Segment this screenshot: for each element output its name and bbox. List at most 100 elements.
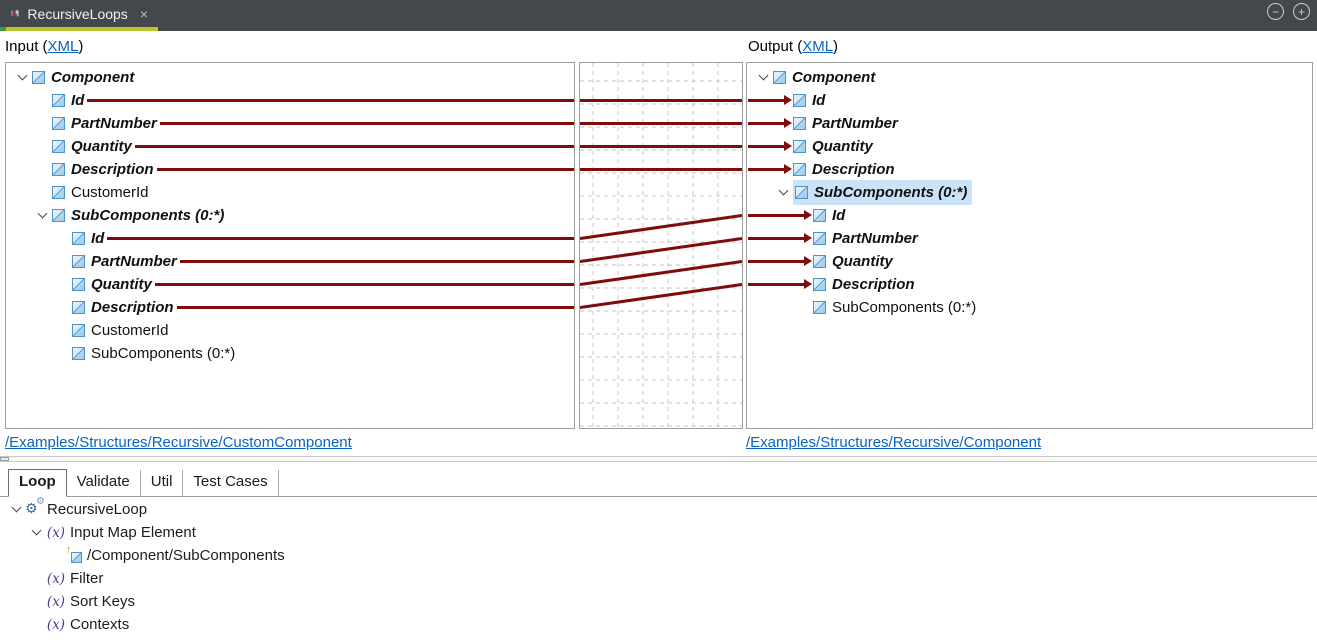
element-icon	[813, 278, 826, 291]
tree-row-description[interactable]: Description	[6, 296, 574, 319]
tree-row-quantity[interactable]: Quantity	[6, 135, 574, 158]
tree-row-subcomponents-0[interactable]: SubComponents (0:*)	[6, 204, 574, 227]
mapping-line[interactable]	[176, 306, 574, 309]
tree-item-label: /Component/SubComponents	[87, 547, 285, 564]
element-icon	[72, 324, 85, 337]
tree-row-id[interactable]: Id	[747, 89, 1312, 112]
horizontal-splitter[interactable]	[0, 456, 1317, 462]
tree-item-label: CustomerId	[91, 322, 169, 339]
tree-row-id[interactable]: Id	[747, 204, 1312, 227]
input-label-suffix: )	[78, 38, 84, 55]
tree-row-filter[interactable]: (x)Filter	[0, 567, 1317, 590]
tab-util[interactable]: Util	[141, 470, 184, 496]
expander-slot	[773, 185, 793, 196]
element-icon	[813, 301, 826, 314]
indent-spacer	[6, 624, 26, 625]
mapping-line[interactable]	[159, 122, 574, 125]
tree-item-label: Quantity	[71, 138, 132, 155]
tree-row-recursiveloop[interactable]: ⚙⚙RecursiveLoop	[0, 496, 1317, 521]
mapping-line[interactable]	[107, 237, 574, 240]
mapping-line[interactable]	[156, 168, 574, 171]
element-icon	[52, 117, 65, 130]
tree-row-quantity[interactable]: Quantity	[747, 250, 1312, 273]
selected-row-highlight: SubComponents (0:*)	[793, 180, 973, 205]
element-icon	[72, 347, 85, 360]
mapping-arrow[interactable]	[748, 163, 792, 174]
zoom-out-icon[interactable]: −	[1267, 3, 1284, 20]
splitter-grip-icon[interactable]	[0, 457, 9, 461]
tree-row-subcomponents-0[interactable]: SubComponents (0:*)	[6, 342, 574, 365]
mapping-line[interactable]	[134, 145, 574, 148]
close-icon[interactable]: ×	[139, 5, 148, 22]
zoom-in-icon[interactable]: +	[1293, 3, 1310, 20]
tab-test-cases[interactable]: Test Cases	[183, 470, 279, 496]
chevron-down-icon[interactable]	[31, 525, 41, 536]
tree-row-customerid[interactable]: CustomerId	[6, 181, 574, 204]
tree-row-partnumber[interactable]: PartNumber	[747, 112, 1312, 135]
mapping-arrow[interactable]	[748, 278, 812, 289]
document-tab-recursiveloops[interactable]: RecursiveLoops ×	[0, 0, 158, 27]
chevron-down-icon[interactable]	[778, 185, 788, 196]
tree-item-label: Contexts	[70, 616, 130, 633]
mapping-line[interactable]	[87, 99, 574, 102]
output-schema-path-link[interactable]: /Examples/Structures/Recursive/Component	[746, 434, 1042, 451]
tree-row-description[interactable]: Description	[6, 158, 574, 181]
tree-row-sort-keys[interactable]: (x)Sort Keys	[0, 590, 1317, 613]
mapping-connector-line[interactable]	[580, 283, 742, 309]
function-icon: (x)	[46, 524, 66, 541]
tree-row-component-subcomponents[interactable]: ↑/Component/SubComponents	[0, 544, 1317, 567]
mapping-connector-line[interactable]	[580, 260, 742, 286]
tree-row-id[interactable]: Id	[6, 89, 574, 112]
tree-item-label: Quantity	[91, 276, 152, 293]
tree-row-component[interactable]: Component	[747, 66, 1312, 89]
tree-row-subcomponents-0[interactable]: SubComponents (0:*)	[747, 296, 1312, 319]
tree-row-description[interactable]: Description	[747, 273, 1312, 296]
tree-row-customerid[interactable]: CustomerId	[6, 319, 574, 342]
tree-row-quantity[interactable]: Quantity	[747, 135, 1312, 158]
element-icon	[793, 94, 806, 107]
indent-spacer	[12, 192, 32, 193]
tree-item-label: SubComponents (0:*)	[91, 345, 236, 362]
tab-loop[interactable]: Loop	[8, 469, 67, 497]
output-xml-link[interactable]: XML	[802, 38, 834, 55]
element-icon	[52, 209, 65, 222]
tree-row-id[interactable]: Id	[6, 227, 574, 250]
chevron-down-icon[interactable]	[758, 70, 768, 81]
indent-spacer	[12, 307, 52, 308]
tree-row-quantity[interactable]: Quantity	[6, 273, 574, 296]
tree-row-subcomponents-0[interactable]: SubComponents (0:*)	[747, 180, 1312, 205]
tree-row-partnumber[interactable]: PartNumber	[747, 227, 1312, 250]
mapping-arrow[interactable]	[748, 232, 812, 243]
map-element-icon: ↑	[66, 544, 83, 564]
input-schema-path-link[interactable]: /Examples/Structures/Recursive/CustomCom…	[5, 434, 352, 451]
tree-row-component[interactable]: Component	[6, 66, 574, 89]
mapping-arrow[interactable]	[748, 140, 792, 151]
mapping-arrow[interactable]	[748, 94, 792, 105]
tree-row-description[interactable]: Description	[747, 158, 1312, 181]
mapping-line[interactable]	[154, 283, 574, 286]
tree-row-input-map-element[interactable]: (x)Input Map Element	[0, 521, 1317, 544]
mapping-connector-line[interactable]	[580, 214, 742, 240]
tree-item-label: Description	[832, 276, 915, 293]
chevron-down-icon[interactable]	[11, 502, 21, 513]
chevron-down-icon[interactable]	[17, 70, 27, 81]
chevron-down-icon[interactable]	[37, 208, 47, 219]
tab-validate[interactable]: Validate	[67, 470, 141, 496]
mapping-arrow[interactable]	[748, 117, 792, 128]
mapping-arrow[interactable]	[748, 255, 812, 266]
mapping-canvas	[579, 62, 743, 429]
mapping-arrow[interactable]	[748, 209, 812, 220]
element-icon	[72, 255, 85, 268]
output-header: Output (XML)	[748, 38, 838, 55]
mapping-connector-line[interactable]	[580, 237, 742, 263]
tree-item-label: Description	[71, 161, 154, 178]
mapping-line[interactable]	[179, 260, 574, 263]
tree-item-label: Id	[71, 92, 85, 109]
element-icon	[813, 255, 826, 268]
tree-row-partnumber[interactable]: PartNumber	[6, 250, 574, 273]
tree-row-contexts[interactable]: (x)Contexts	[0, 613, 1317, 636]
tree-row-partnumber[interactable]: PartNumber	[6, 112, 574, 135]
indent-spacer	[753, 192, 773, 193]
input-xml-link[interactable]: XML	[47, 38, 79, 55]
